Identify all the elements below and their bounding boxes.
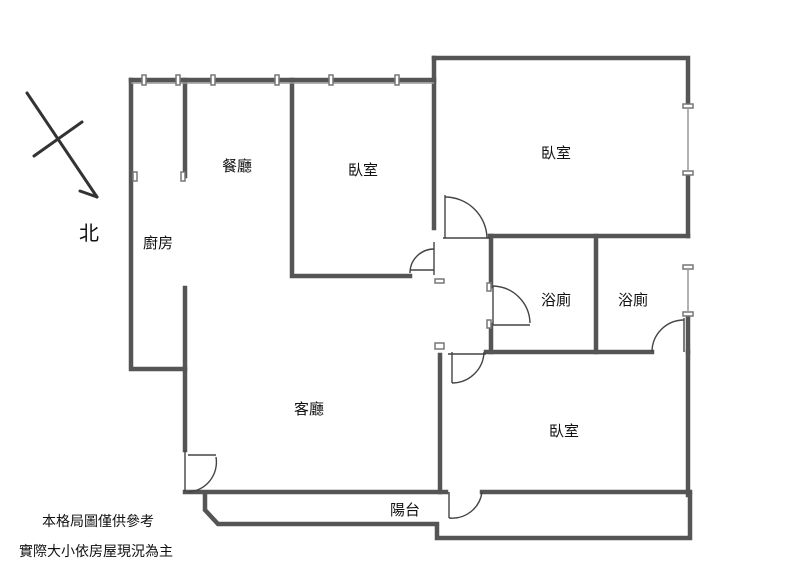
room-label-dining: 餐廳 — [222, 157, 253, 175]
disclaimer-line-1: 本格局圖僅供參考 — [42, 514, 154, 530]
room-label-kitchen: 廚房 — [143, 234, 174, 252]
room-label-bedroom-bottom-right: 臥室 — [549, 422, 580, 440]
disclaimer-line-2: 實際大小依房屋現況為主 — [19, 544, 173, 560]
room-label-bedroom-center: 臥室 — [348, 161, 379, 179]
windows — [131, 74, 694, 350]
room-label-balcony: 陽台 — [390, 501, 421, 519]
doors — [184, 195, 685, 519]
room-label-living: 客廳 — [294, 400, 325, 418]
room-label-bath-left: 浴廁 — [541, 291, 572, 309]
walls — [128, 55, 693, 541]
north-label: 北 — [79, 221, 99, 245]
room-label-bath-right: 浴廁 — [618, 291, 649, 309]
compass-arrow-icon — [25, 91, 99, 199]
room-label-bedroom-top-right: 臥室 — [541, 144, 572, 162]
